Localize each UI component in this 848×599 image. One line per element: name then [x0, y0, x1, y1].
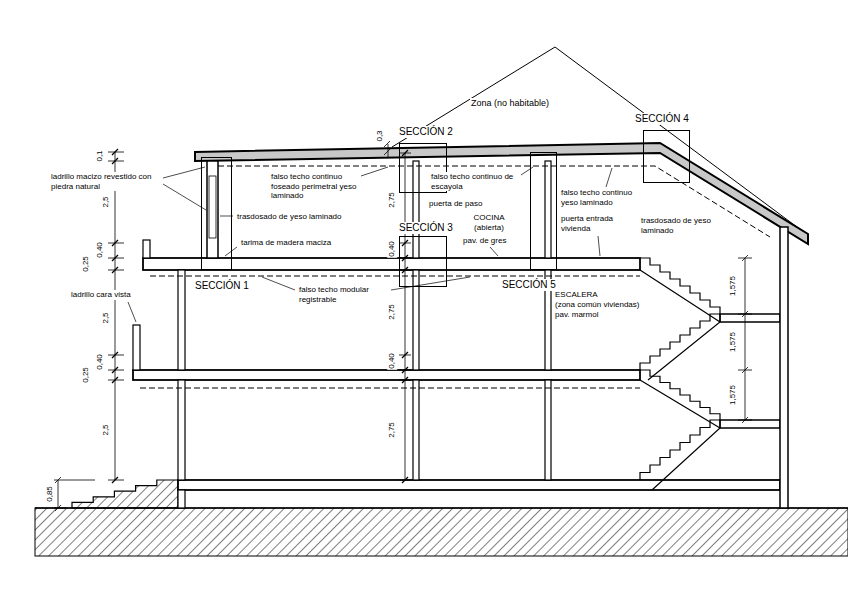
leader-line — [128, 302, 136, 322]
material-note: falso techo modular registrable — [298, 285, 390, 304]
stair-flight — [640, 258, 720, 322]
column — [413, 270, 419, 370]
dimension-line — [738, 255, 752, 423]
entrance-steps — [72, 480, 178, 508]
material-note: ladrillo cara vista — [70, 290, 132, 300]
dimension-line — [384, 141, 390, 157]
dimension-label: 2,5 — [101, 311, 111, 324]
material-note: ladrillo macizo revestido con piedra nat… — [50, 172, 162, 191]
leader-line — [225, 247, 237, 256]
column — [545, 161, 551, 258]
dimension-label: 0,40 — [387, 240, 397, 258]
floor-slab — [143, 258, 640, 270]
stair-flight — [640, 420, 720, 490]
section-heading: SECCIÓN 3 — [398, 222, 454, 234]
material-note: pav. de gres — [462, 236, 507, 246]
dimension-label: 1,575 — [728, 331, 738, 353]
column — [413, 380, 419, 480]
dimension-label: 0,40 — [95, 353, 105, 371]
material-note: puerta de paso — [428, 199, 483, 209]
foundation-wall — [178, 490, 185, 508]
leader-line — [490, 247, 498, 256]
room-label: COCINA (abierta) — [460, 213, 518, 232]
exterior-wall — [780, 227, 788, 508]
dimension-label: 0,25 — [81, 366, 91, 384]
stair-flight — [640, 370, 720, 428]
leader-line — [521, 167, 533, 175]
material-note: pav. marmol — [554, 310, 599, 320]
section-detail-frame: SECCIÓN 4 — [643, 130, 690, 183]
dimension-ticks — [402, 150, 408, 483]
section-heading: SECCIÓN 5 — [501, 279, 557, 291]
dimension-label: 0,40 — [95, 241, 105, 259]
section-heading: SECCIÓN 4 — [634, 113, 690, 125]
floor-slab — [133, 370, 640, 380]
dimension-line — [54, 477, 95, 511]
column — [413, 161, 419, 258]
material-note: falso techo continuo yeso laminado — [560, 188, 650, 207]
section-heading: SECCIÓN 1 — [194, 280, 250, 292]
dimension-label: 0,25 — [81, 255, 91, 273]
material-note: trasdosado de yeso laminado — [236, 212, 343, 222]
dimension-label: 2,75 — [387, 191, 397, 209]
dimension-label: 2,5 — [101, 423, 111, 436]
column — [545, 380, 551, 480]
zone-label: Zona (no habitable) — [470, 98, 550, 109]
facade-wall — [178, 270, 185, 370]
dimension-label: 0,1 — [95, 149, 105, 162]
stair-landing — [720, 314, 780, 322]
leader-line — [606, 168, 612, 187]
false-ceiling-line — [140, 388, 640, 389]
dimension-label: 0,3 — [375, 129, 385, 142]
dimension-label: 0,85 — [45, 485, 55, 503]
room-label: ESCALERA — [554, 290, 599, 300]
dimension-label: 1,575 — [728, 384, 738, 406]
material-note: falso techo continuo de escayola — [430, 172, 520, 191]
parapet — [143, 240, 150, 258]
leader-line — [163, 167, 205, 178]
room-label: (zona común viviendas) — [554, 300, 640, 310]
roof-slab — [195, 143, 808, 244]
dimension-label: 2,75 — [387, 303, 397, 321]
section-detail-frame: SECCIÓN 3 — [399, 236, 447, 287]
section-heading: SECCIÓN 2 — [398, 126, 454, 138]
section-detail-frame: SECCIÓN 5 — [530, 152, 557, 270]
material-note: falso techo continuo foseado perimetral … — [270, 172, 360, 201]
section-detail-frame: SECCIÓN 1 — [201, 157, 232, 270]
material-note: tarima de madera maciza — [240, 238, 332, 248]
false-ceiling-line — [218, 166, 770, 237]
floor-slab — [178, 480, 780, 490]
false-ceiling-line — [150, 276, 640, 277]
dimension-label: 0,40 — [387, 352, 397, 370]
leader-line — [598, 236, 600, 256]
material-note: puerta entrada vivienda — [560, 214, 628, 233]
brick-parapet — [133, 325, 140, 370]
facade-wall — [178, 380, 185, 480]
leader-line — [361, 167, 388, 176]
stair-flight — [640, 314, 720, 380]
material-note: trasdosado de yeso laminado — [640, 216, 722, 235]
stone-facade-wall — [207, 161, 218, 258]
leader-line — [262, 277, 295, 290]
dimension-label: 1,575 — [728, 275, 738, 297]
dimension-line — [399, 153, 411, 480]
ground-hatch — [35, 508, 848, 556]
window — [209, 176, 216, 238]
stair-landing — [720, 420, 780, 428]
leader-line — [163, 184, 206, 210]
dimension-label: 2,5 — [101, 195, 111, 208]
leader-line — [391, 277, 470, 290]
dimension-label: 2,75 — [387, 421, 397, 439]
dimension-ticks — [112, 149, 118, 483]
